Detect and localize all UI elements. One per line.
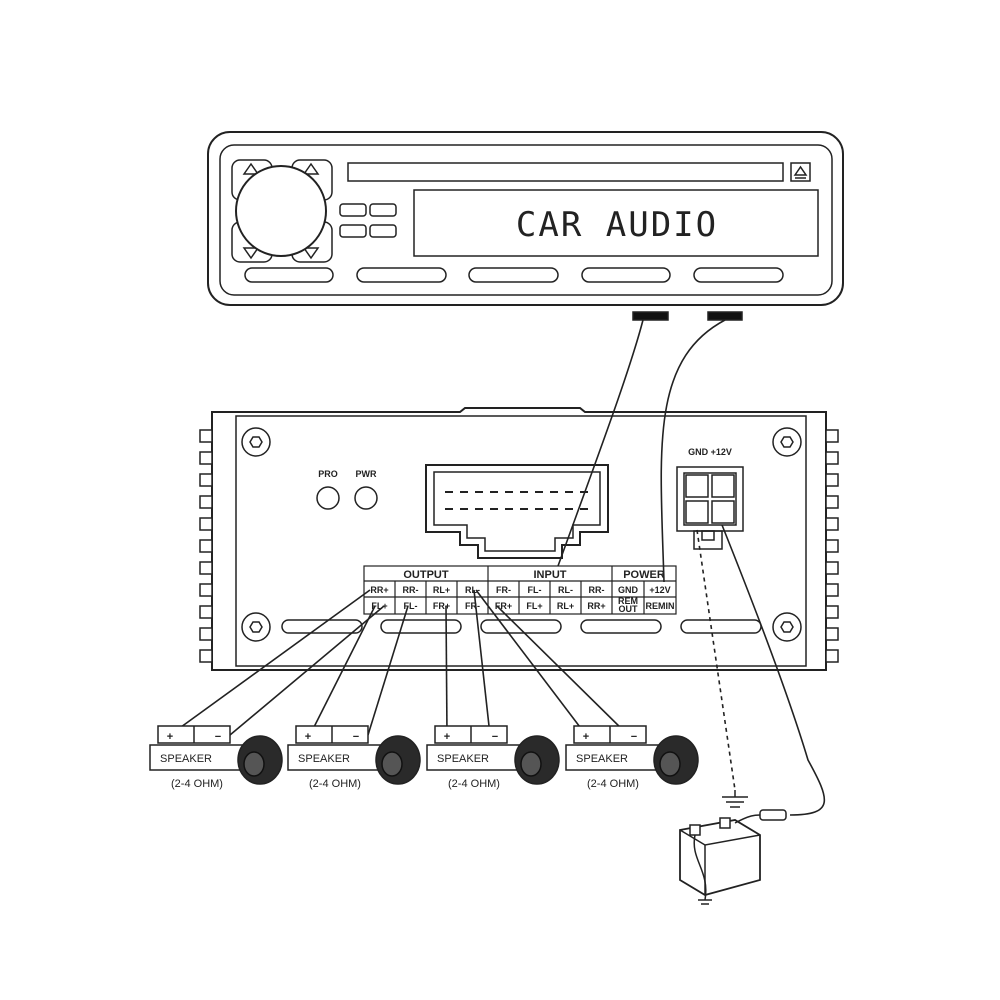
terminal-label: RL- bbox=[465, 585, 480, 595]
battery bbox=[679, 814, 761, 905]
head-unit: CAR AUDIO bbox=[207, 131, 844, 321]
pwr-label: PWR bbox=[356, 469, 377, 479]
terminal-label: RL- bbox=[558, 585, 573, 595]
heatsink-fin bbox=[199, 517, 213, 531]
terminal-label: RR- bbox=[589, 585, 605, 595]
heatsink-fin bbox=[199, 583, 213, 597]
plus-terminal: + bbox=[305, 731, 311, 743]
terminal-label: OUT bbox=[619, 604, 639, 614]
heatsink-fin bbox=[199, 539, 213, 553]
terminal-label: RR+ bbox=[370, 585, 388, 595]
heatsink-fin bbox=[825, 583, 839, 597]
heatsink-fin bbox=[825, 627, 839, 641]
cd-slot bbox=[347, 162, 784, 182]
speaker: + −SPEAKER (2-4 OHM) bbox=[426, 725, 560, 790]
speaker-label: SPEAKER bbox=[576, 753, 628, 765]
speaker-label: SPEAKER bbox=[437, 753, 489, 765]
minus-terminal: − bbox=[631, 731, 637, 743]
power-group-label: POWER bbox=[623, 569, 665, 581]
terminal-label: RR+ bbox=[587, 601, 605, 611]
ground-icon bbox=[722, 790, 748, 808]
speaker-impedance: (2-4 OHM) bbox=[171, 778, 223, 790]
speaker-impedance: (2-4 OHM) bbox=[587, 778, 639, 790]
up-arrow-icon bbox=[302, 162, 320, 175]
heatsink-fin bbox=[199, 627, 213, 641]
harness-connector bbox=[425, 464, 609, 559]
speaker: + −SPEAKER (2-4 OHM) bbox=[149, 725, 283, 790]
terminal-label: GND bbox=[618, 585, 639, 595]
terminal-label: FL+ bbox=[526, 601, 542, 611]
pwr-led bbox=[354, 486, 378, 510]
screw-icon bbox=[241, 427, 271, 457]
display bbox=[413, 189, 819, 257]
terminal-label: +12V bbox=[649, 585, 670, 595]
minus-terminal: − bbox=[492, 731, 498, 743]
up-arrow-icon bbox=[242, 162, 260, 175]
plus-terminal: + bbox=[583, 731, 589, 743]
wires bbox=[169, 319, 826, 816]
plus-terminal: + bbox=[444, 731, 450, 743]
terminal-label: REMIN bbox=[646, 601, 675, 611]
heatsink-fin bbox=[825, 517, 839, 531]
screw-icon bbox=[241, 612, 271, 642]
terminal-label: FL- bbox=[404, 601, 418, 611]
eject-icon bbox=[790, 162, 811, 182]
fuse-icon bbox=[759, 809, 787, 821]
terminal-label: FR- bbox=[496, 585, 511, 595]
speaker-impedance: (2-4 OHM) bbox=[448, 778, 500, 790]
terminal-block: OUTPUT INPUT POWER RR+ RR- RL+ RL- FR- FL- RL-… bbox=[363, 565, 677, 615]
screw-icon bbox=[772, 427, 802, 457]
down-arrow-icon bbox=[302, 247, 320, 260]
input-group-label: INPUT bbox=[534, 569, 567, 581]
heatsink-fin bbox=[199, 649, 213, 663]
heatsink-fin bbox=[199, 495, 213, 509]
heatsink-fin bbox=[825, 451, 839, 465]
terminal-label: RR- bbox=[403, 585, 419, 595]
heatsink-fin bbox=[825, 605, 839, 619]
speaker-label: SPEAKER bbox=[160, 753, 212, 765]
pro-label: PRO bbox=[318, 469, 338, 479]
terminal-label: FL+ bbox=[371, 601, 387, 611]
screw-icon bbox=[772, 612, 802, 642]
down-arrow-icon bbox=[242, 247, 260, 260]
heatsink-fin bbox=[199, 605, 213, 619]
minus-terminal: − bbox=[353, 731, 359, 743]
power-connector bbox=[676, 466, 744, 532]
power-connector-label: GND +12V bbox=[688, 447, 732, 457]
terminal-label: FR+ bbox=[433, 601, 450, 611]
remote-connector bbox=[707, 311, 743, 321]
plus-terminal: + bbox=[167, 731, 173, 743]
heatsink-fin bbox=[199, 451, 213, 465]
terminal-label: FL- bbox=[528, 585, 542, 595]
heatsink-fin bbox=[199, 429, 213, 443]
heatsink-fin bbox=[825, 429, 839, 443]
terminal-label: RL+ bbox=[557, 601, 574, 611]
output-group-label: OUTPUT bbox=[403, 569, 449, 581]
speaker-impedance: (2-4 OHM) bbox=[309, 778, 361, 790]
terminal-label: RL+ bbox=[433, 585, 450, 595]
speaker: + −SPEAKER (2-4 OHM) bbox=[565, 725, 699, 790]
heatsink-fin bbox=[825, 649, 839, 663]
terminal-label: FR+ bbox=[495, 601, 512, 611]
heatsink-fin bbox=[825, 539, 839, 553]
volume-knob bbox=[235, 165, 327, 257]
pro-led bbox=[316, 486, 340, 510]
heatsink-fin bbox=[825, 495, 839, 509]
minus-terminal: − bbox=[215, 731, 221, 743]
terminal-label: FR- bbox=[465, 601, 480, 611]
heatsink-fin bbox=[825, 561, 839, 575]
heatsink-fin bbox=[199, 473, 213, 487]
speaker: + −SPEAKER (2-4 OHM) bbox=[287, 725, 421, 790]
heatsink-fin bbox=[199, 561, 213, 575]
rca-connector bbox=[632, 311, 669, 321]
heatsink-fin bbox=[825, 473, 839, 487]
amplifier: PRO PWR GND +12V OUTPUT INPUT POWER RR+ R… bbox=[199, 407, 839, 671]
speaker-label: SPEAKER bbox=[298, 753, 350, 765]
terminal-label: REM bbox=[618, 596, 638, 606]
display-text: CAR AUDIO bbox=[516, 205, 718, 245]
